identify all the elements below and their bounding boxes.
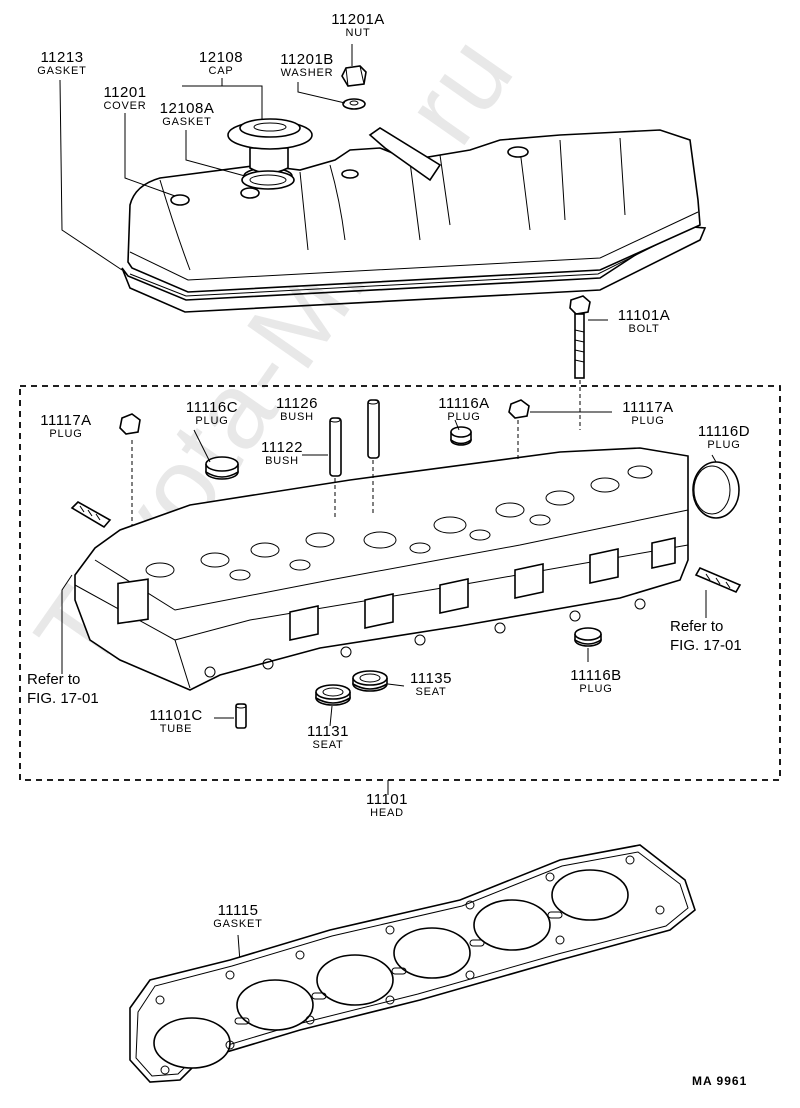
label-plug-11116d: 11116D PLUG (698, 424, 750, 451)
part-number: 11116D (697, 423, 751, 440)
label-cap-12108: 12108 CAP (199, 50, 243, 77)
cylinder-head-shape (74, 447, 689, 691)
part-name: CAP (208, 65, 234, 77)
label-plug-11116a: 11116A PLUG (438, 396, 489, 423)
label-cover-11201: 11201 COVER (103, 85, 146, 112)
reference-line-1: Refer to (670, 618, 724, 635)
part-name: GASKET (37, 65, 87, 77)
label-plug-11117a-left: 11117A PLUG (40, 413, 91, 440)
label-plug-11117a-right: 11117A PLUG (622, 400, 673, 427)
part-number: 12108A (159, 100, 215, 117)
leader-lines (59, 44, 717, 963)
valve-cover-shape (127, 127, 701, 293)
right-stud-shape (694, 566, 742, 594)
plug-11117a-right-shape (508, 399, 530, 419)
part-number: 11131 (307, 723, 349, 740)
part-name: PLUG (195, 415, 229, 427)
plug-11117a-left-shape (119, 413, 141, 435)
part-name: PLUG (707, 439, 741, 451)
part-name: SEAT (312, 739, 344, 751)
part-name: TUBE (159, 723, 193, 735)
diagram-code: MA 9961 (692, 1074, 748, 1088)
left-stud-shape (70, 501, 112, 529)
reference-note-left: Refer to FIG. 17-01 (27, 670, 99, 708)
label-plug-11116b: 11116B PLUG (570, 668, 621, 695)
bush-11122-shape (329, 417, 342, 477)
label-bolt-11101a: 11101A BOLT (618, 308, 671, 335)
part-name: PLUG (447, 411, 481, 423)
part-number: 11116B (570, 667, 622, 684)
label-seat-11131: 11131 SEAT (307, 724, 349, 751)
plug-11116b-shape (574, 627, 602, 647)
part-number: 11101A (617, 307, 671, 324)
label-gasket-11115: 11115 GASKET (213, 903, 262, 930)
part-number: 11213 (40, 49, 84, 66)
part-name: NUT (345, 27, 371, 39)
part-name: PLUG (49, 428, 83, 440)
plug-11116a-shape (450, 426, 472, 446)
part-name: BUSH (280, 411, 314, 423)
part-number: 11201A (331, 11, 385, 28)
part-name: PLUG (579, 683, 613, 695)
part-name: GASKET (162, 116, 212, 128)
label-head-11101: 11101 HEAD (366, 792, 408, 819)
seat-11131-shape (315, 684, 351, 706)
part-name: BUSH (265, 455, 299, 467)
label-tube-11101c: 11101C TUBE (149, 708, 202, 735)
label-bush-11126: 11126 BUSH (276, 396, 318, 423)
reference-line-1: Refer to (27, 671, 81, 688)
head-assembly-boundary (19, 385, 781, 781)
part-number: 11101C (149, 707, 203, 724)
cap-gasket-shape (241, 170, 295, 190)
part-number: 11117A (622, 399, 674, 416)
plug-11116c-shape (205, 456, 239, 480)
part-name: PLUG (631, 415, 665, 427)
label-washer-11201b: 11201B WASHER (280, 52, 334, 79)
reference-line-2: FIG. 17-01 (27, 690, 99, 707)
reference-note-right: Refer to FIG. 17-01 (670, 617, 742, 655)
label-gasket-11213: 11213 GASKET (37, 50, 86, 77)
part-number: 11135 (410, 670, 452, 687)
part-number: 12108 (198, 49, 244, 66)
label-plug-11116c: 11116C PLUG (186, 400, 238, 427)
head-gasket-shape (129, 844, 696, 1083)
part-name: HEAD (370, 807, 404, 819)
part-name: BOLT (628, 323, 660, 335)
part-number: 11117A (40, 412, 92, 429)
part-name: GASKET (213, 918, 263, 930)
part-number: 11101 (366, 791, 408, 808)
tube-11101c-shape (235, 703, 247, 729)
nut-shape (341, 65, 367, 87)
seat-11135-shape (352, 670, 388, 692)
part-number: 11126 (276, 395, 318, 412)
label-bush-11122: 11122 BUSH (261, 440, 303, 467)
part-name: WASHER (280, 67, 334, 79)
part-number: 11201 (103, 84, 147, 101)
part-name: COVER (103, 100, 147, 112)
washer-shape (342, 98, 366, 110)
part-number: 11115 (217, 902, 259, 919)
part-number: 11116A (438, 395, 490, 412)
part-number: 11116C (185, 399, 239, 416)
label-cap-gasket-12108a: 12108A GASKET (160, 101, 215, 128)
reference-line-2: FIG. 17-01 (670, 637, 742, 654)
bush-11126-shape (367, 399, 380, 459)
plug-11116d-shape (692, 461, 740, 519)
head-bolt-shape (569, 295, 591, 379)
part-name: SEAT (415, 686, 447, 698)
part-number: 11122 (261, 439, 303, 456)
part-number: 11201B (280, 51, 334, 68)
label-seat-11135: 11135 SEAT (410, 671, 452, 698)
label-nut-11201a: 11201A NUT (331, 12, 385, 39)
